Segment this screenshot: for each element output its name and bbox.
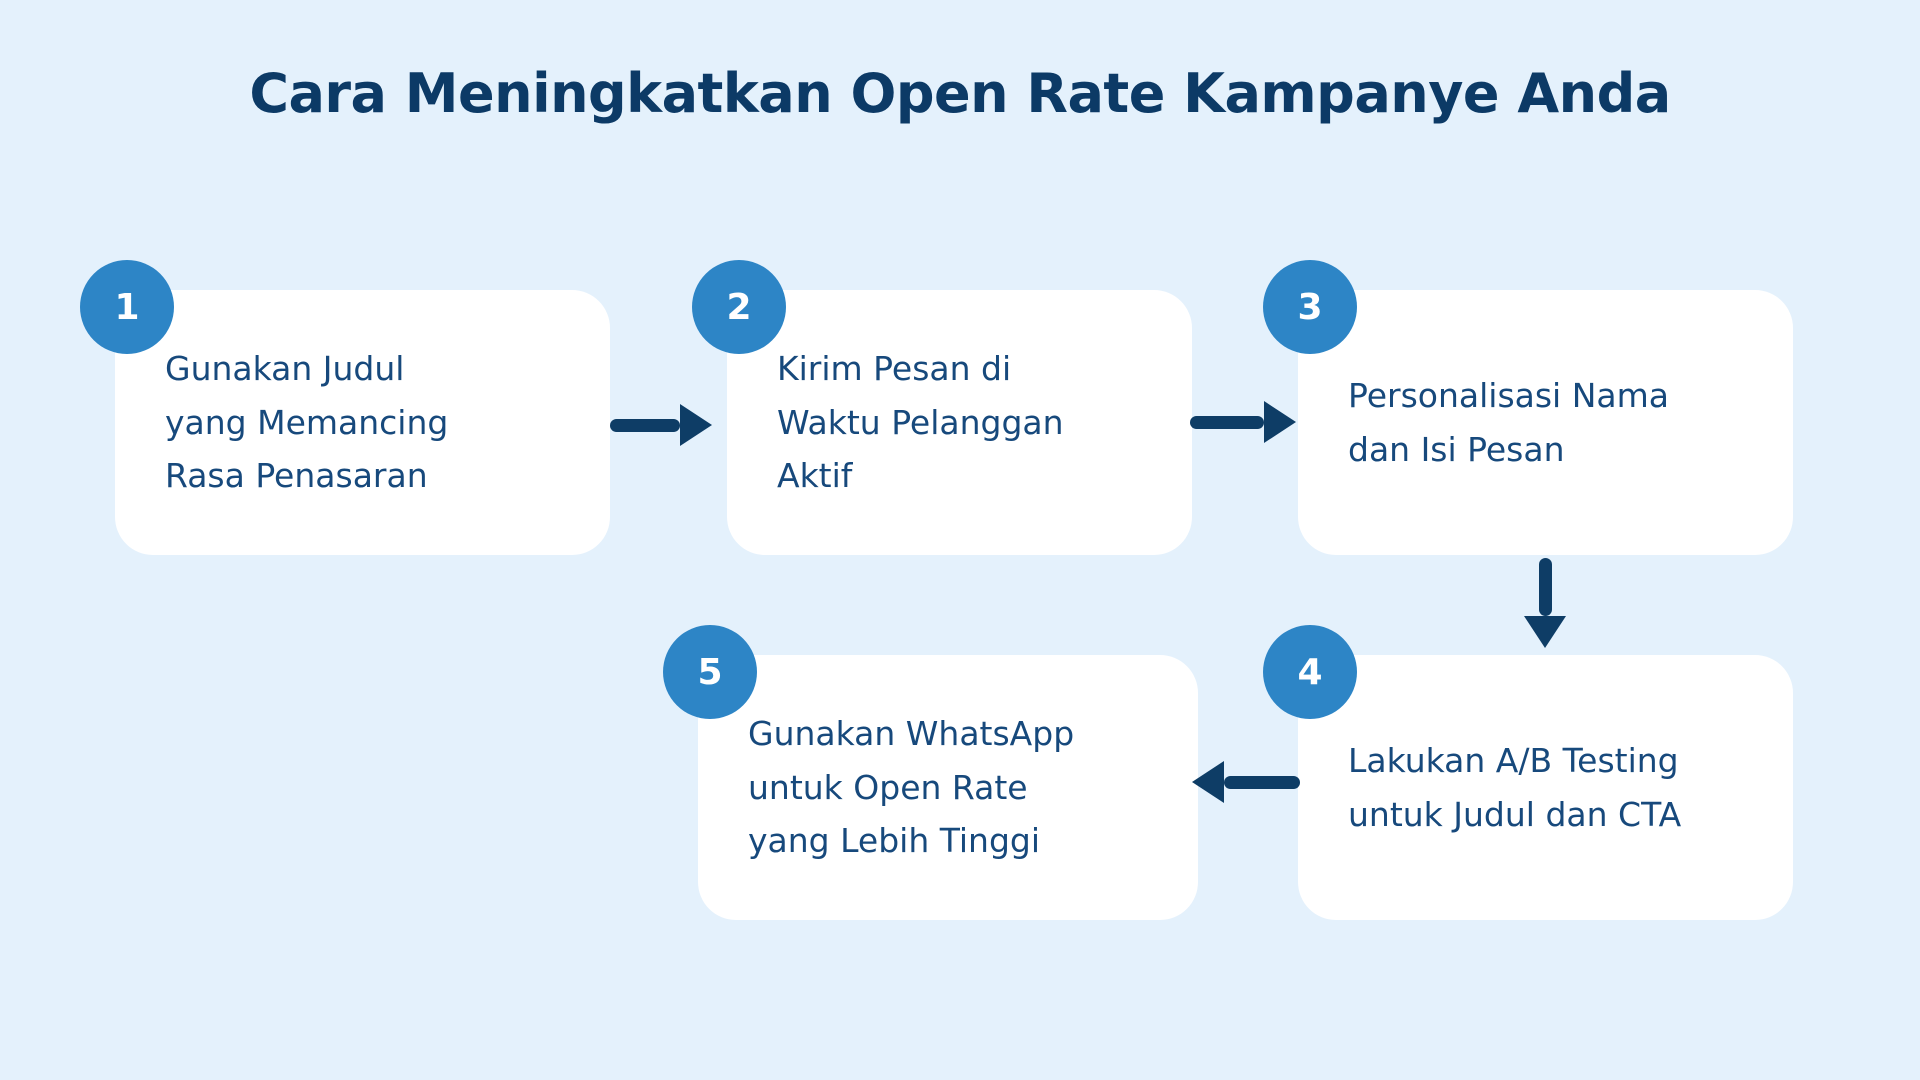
arrow-shaft <box>1190 415 1264 429</box>
step-card-3: Personalisasi Nama dan Isi Pesan <box>1298 290 1793 555</box>
arrow-head <box>1192 761 1224 803</box>
arrow-right-icon <box>1190 401 1296 443</box>
step-3-label: Personalisasi Nama dan Isi Pesan <box>1348 376 1669 469</box>
step-card-2: Kirim Pesan di Waktu Pelanggan Aktif <box>727 290 1192 555</box>
step-badge-2-number: 2 <box>726 286 752 328</box>
step-card-4: Lakukan A/B Testing untuk Judul dan CTA <box>1298 655 1793 920</box>
step-badge-5: 5 <box>663 625 757 719</box>
arrow-right-icon <box>610 404 712 446</box>
arrow-shaft <box>610 418 680 432</box>
step-badge-4: 4 <box>1263 625 1357 719</box>
arrow-shaft <box>1538 558 1552 616</box>
arrow-head <box>680 404 712 446</box>
step-5-label: Gunakan WhatsApp untuk Open Rate yang Le… <box>748 714 1075 861</box>
step-badge-5-number: 5 <box>697 651 723 693</box>
step-badge-3: 3 <box>1263 260 1357 354</box>
step-card-5: Gunakan WhatsApp untuk Open Rate yang Le… <box>698 655 1198 920</box>
page-title: Cara Meningkatkan Open Rate Kampanye And… <box>249 62 1671 125</box>
step-badge-2: 2 <box>692 260 786 354</box>
step-1-label: Gunakan Judul yang Memancing Rasa Penasa… <box>165 349 449 496</box>
step-badge-1: 1 <box>80 260 174 354</box>
arrow-left-icon <box>1192 761 1300 803</box>
step-card-1: Gunakan Judul yang Memancing Rasa Penasa… <box>115 290 610 555</box>
arrow-head <box>1264 401 1296 443</box>
arrow-head <box>1524 616 1566 648</box>
step-4-label: Lakukan A/B Testing untuk Judul dan CTA <box>1348 741 1682 834</box>
step-2-label: Kirim Pesan di Waktu Pelanggan Aktif <box>777 349 1064 496</box>
step-badge-4-number: 4 <box>1297 651 1323 693</box>
step-badge-1-number: 1 <box>114 286 140 328</box>
arrow-down-icon <box>1524 558 1566 648</box>
arrow-shaft <box>1224 775 1300 789</box>
step-badge-3-number: 3 <box>1297 286 1323 328</box>
